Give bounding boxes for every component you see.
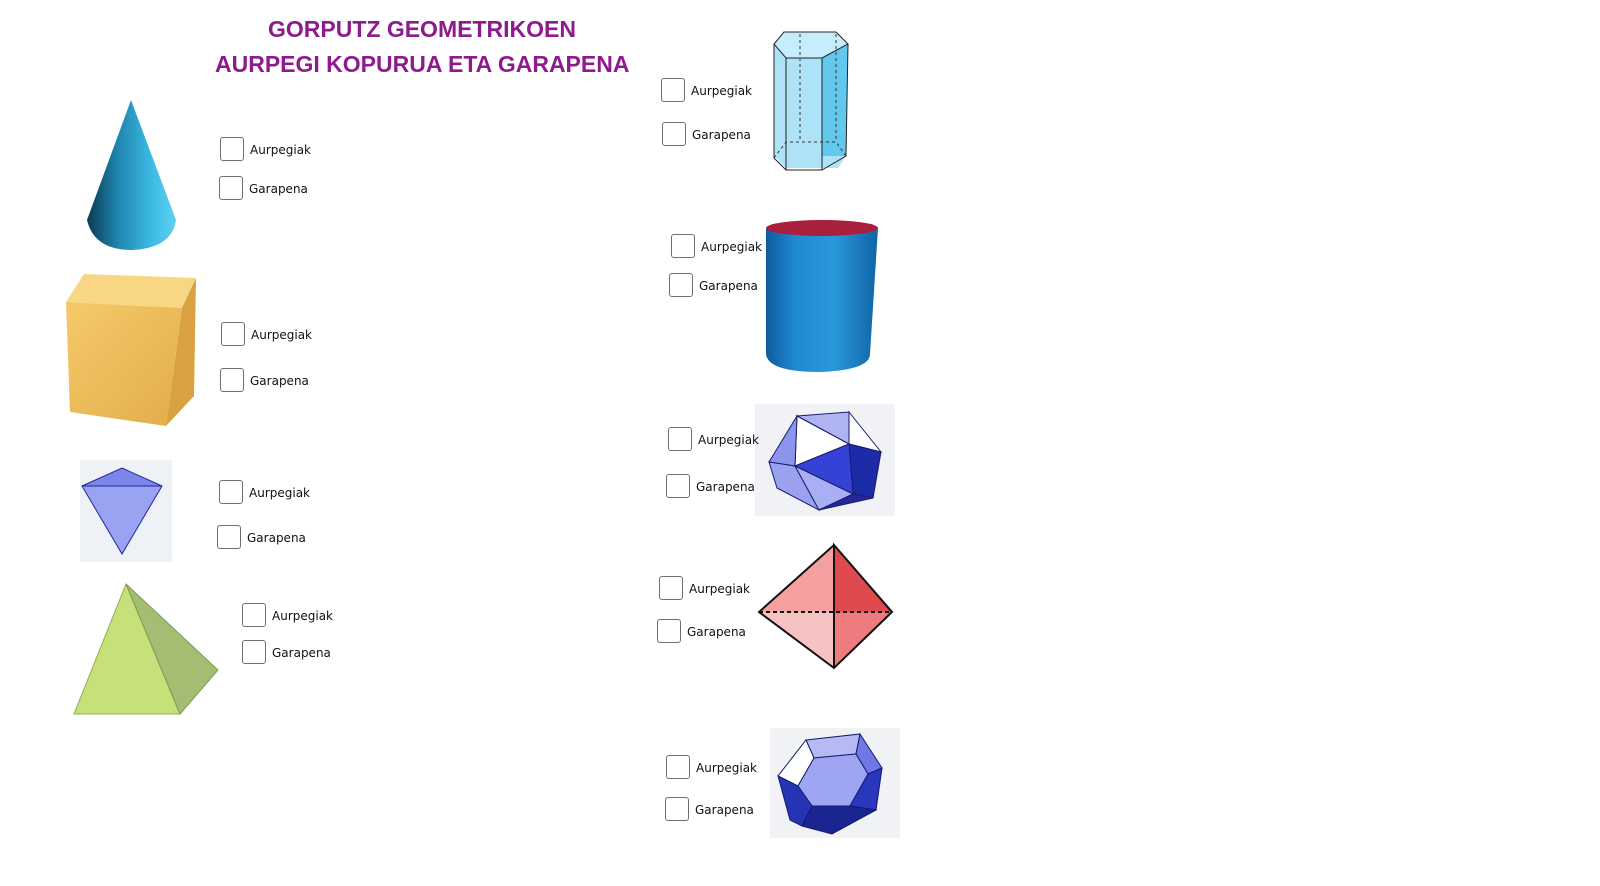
cube-aurpegiak-checkbox[interactable] — [221, 322, 245, 346]
dodecahedron-aurpegiak-checkbox[interactable] — [666, 755, 690, 779]
cone-icon — [82, 98, 182, 254]
cylinder-garapena-checkbox[interactable] — [669, 273, 693, 297]
icosahedron-aurpegiak-label: Aurpegiak — [698, 433, 760, 447]
cylinder-aurpegiak-checkbox[interactable] — [671, 234, 695, 258]
pyramid-aurpegiak-checkbox[interactable] — [242, 603, 266, 627]
octahedron-garapena-label: Garapena — [247, 531, 306, 545]
cube-aurpegiak-label: Aurpegiak — [251, 328, 313, 342]
dodecahedron-icon — [770, 728, 900, 838]
cube-icon — [62, 272, 198, 428]
hex-prism-garapena-label: Garapena — [692, 128, 751, 142]
hex-prism-garapena-checkbox[interactable] — [662, 122, 686, 146]
dodecahedron-garapena-label: Garapena — [695, 803, 754, 817]
pyramid-garapena-label: Garapena — [272, 646, 331, 660]
bipyramid-aurpegiak-checkbox[interactable] — [659, 576, 683, 600]
cone-aurpegiak-checkbox[interactable] — [220, 137, 244, 161]
icosahedron-icon — [755, 404, 895, 516]
hexagonal-prism-icon — [770, 28, 854, 174]
title-line-1: GORPUTZ GEOMETRIKOEN — [268, 16, 576, 42]
hex-prism-aurpegiak-label: Aurpegiak — [691, 84, 753, 98]
hex-prism-aurpegiak-checkbox[interactable] — [661, 78, 685, 102]
octahedron-aurpegiak-checkbox[interactable] — [219, 480, 243, 504]
dodecahedron-garapena-checkbox[interactable] — [665, 797, 689, 821]
icosahedron-garapena-label: Garapena — [696, 480, 755, 494]
bipyramid-garapena-checkbox[interactable] — [657, 619, 681, 643]
pyramid-garapena-checkbox[interactable] — [242, 640, 266, 664]
red-octahedron-icon — [756, 542, 894, 672]
title-line-2: AURPEGI KOPURUA ETA GARAPENA — [215, 51, 630, 77]
icosahedron-garapena-checkbox[interactable] — [666, 474, 690, 498]
cone-garapena-checkbox[interactable] — [219, 176, 243, 200]
octahedron-garapena-checkbox[interactable] — [217, 525, 241, 549]
cone-aurpegiak-label: Aurpegiak — [250, 143, 312, 157]
cone-garapena-label: Garapena — [249, 182, 308, 196]
bipyramid-garapena-label: Garapena — [687, 625, 746, 639]
cube-garapena-checkbox[interactable] — [220, 368, 244, 392]
cylinder-aurpegiak-label: Aurpegiak — [701, 240, 763, 254]
octahedron-icon — [80, 460, 172, 562]
pyramid-icon — [70, 582, 220, 718]
icosahedron-aurpegiak-checkbox[interactable] — [668, 427, 692, 451]
cylinder-icon — [760, 216, 882, 376]
dodecahedron-aurpegiak-label: Aurpegiak — [696, 761, 758, 775]
cylinder-garapena-label: Garapena — [699, 279, 758, 293]
octahedron-aurpegiak-label: Aurpegiak — [249, 486, 311, 500]
pyramid-aurpegiak-label: Aurpegiak — [272, 609, 334, 623]
bipyramid-aurpegiak-label: Aurpegiak — [689, 582, 751, 596]
cube-garapena-label: Garapena — [250, 374, 309, 388]
